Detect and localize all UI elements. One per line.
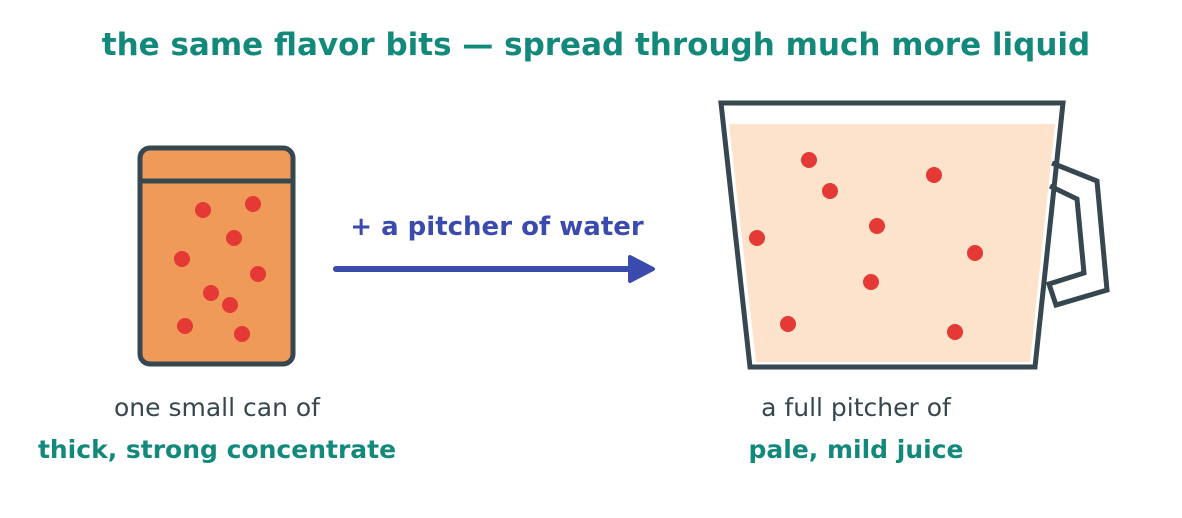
- flavor-dot: [967, 245, 983, 261]
- pitcher-caption-line2: pale, mild juice: [749, 435, 964, 464]
- can-caption-line2: thick, strong concentrate: [38, 435, 396, 464]
- flavor-dot: [174, 251, 190, 267]
- flavor-dot: [869, 218, 885, 234]
- flavor-dot: [177, 318, 193, 334]
- pitcher-body: [718, 100, 1066, 370]
- can-caption-line1: one small can of: [114, 393, 321, 422]
- flavor-dot: [226, 230, 242, 246]
- flavor-dot: [250, 266, 266, 282]
- arrow-head-icon: [628, 255, 655, 283]
- flavor-dot: [222, 297, 238, 313]
- flavor-dot: [822, 183, 838, 199]
- can-flavor-dots: [174, 196, 266, 342]
- flavor-dot: [801, 152, 817, 168]
- pitcher-handle: [1045, 160, 1110, 309]
- add-water-arrow: + a pitcher of water: [333, 212, 655, 283]
- juice-pitcher: [718, 100, 1110, 370]
- flavor-dot: [947, 324, 963, 340]
- flavor-dot: [863, 274, 879, 290]
- pitcher-juice: [729, 124, 1055, 362]
- flavor-dot: [749, 230, 765, 246]
- page-title: the same flavor bits — spread through mu…: [102, 27, 1090, 63]
- flavor-dot: [203, 285, 219, 301]
- flavor-dot: [195, 202, 211, 218]
- pitcher-flavor-dots: [749, 152, 983, 340]
- flavor-dot: [234, 326, 250, 342]
- arrow-label: + a pitcher of water: [350, 212, 644, 242]
- flavor-dot: [926, 167, 942, 183]
- pitcher-caption-line1: a full pitcher of: [761, 393, 952, 422]
- flavor-dot: [245, 196, 261, 212]
- concentrate-can: [137, 145, 296, 367]
- flavor-dot: [780, 316, 796, 332]
